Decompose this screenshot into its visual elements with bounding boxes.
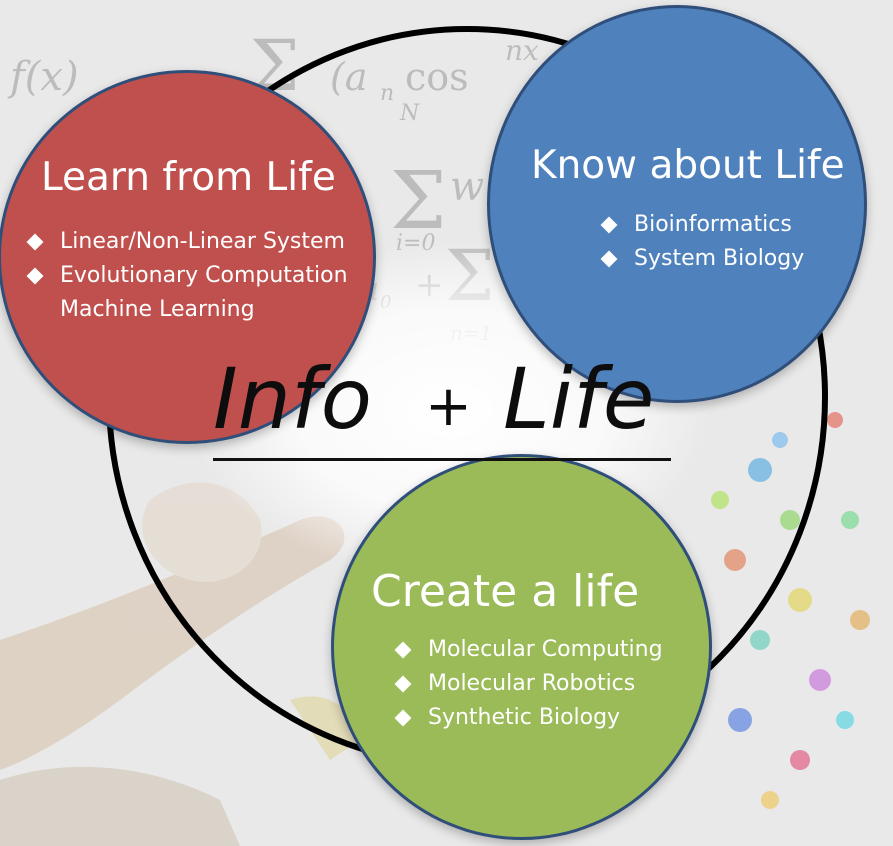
know-about-life-circle (487, 5, 867, 403)
learn-from-life-list: Linear/Non-Linear System Evolutionary Co… (26, 225, 348, 327)
svg-text:Σ: Σ (390, 154, 447, 247)
know-about-life-title: Know about Life (531, 143, 845, 188)
create-a-life-list: Molecular Computing Molecular Robotics S… (394, 633, 663, 735)
diamond-bullet-icon (394, 709, 412, 727)
diamond-bullet-icon (26, 233, 44, 251)
list-item: Evolutionary Computation (26, 259, 348, 293)
svg-text:cos: cos (405, 55, 469, 99)
diamond-bullet-icon (26, 267, 44, 285)
diamond-bullet-icon (600, 216, 618, 234)
diamond-bullet-icon (394, 641, 412, 659)
center-title: Info + Life (213, 350, 673, 462)
svg-text:(a: (a (330, 55, 367, 99)
list-item: Molecular Robotics (394, 667, 663, 701)
learn-from-life-circle (0, 70, 376, 444)
learn-from-life-title: Learn from Life (41, 155, 336, 200)
center-title-info: Info (213, 350, 372, 448)
list-item: Machine Learning (60, 297, 255, 322)
svg-text:nx: nx (505, 34, 539, 67)
svg-text:w: w (450, 164, 484, 210)
list-item: Bioinformatics (600, 208, 804, 242)
center-title-underline (213, 458, 671, 461)
diamond-bullet-icon (394, 675, 412, 693)
svg-text:N: N (399, 101, 420, 126)
svg-text:n: n (380, 81, 394, 106)
create-a-life-circle (331, 454, 712, 840)
know-about-life-list: Bioinformatics System Biology (600, 208, 804, 276)
list-item: System Biology (600, 242, 804, 276)
center-title-life: Life (503, 350, 655, 448)
center-title-plus: + (425, 374, 472, 439)
list-item: Linear/Non-Linear System (26, 225, 348, 259)
diamond-bullet-icon (600, 250, 618, 268)
list-item: Molecular Computing (394, 633, 663, 667)
molecule-backdrop (711, 412, 870, 809)
svg-text:f(x): f(x) (7, 54, 79, 100)
list-item: Synthetic Biology (394, 701, 663, 735)
create-a-life-title: Create a life (371, 566, 640, 617)
